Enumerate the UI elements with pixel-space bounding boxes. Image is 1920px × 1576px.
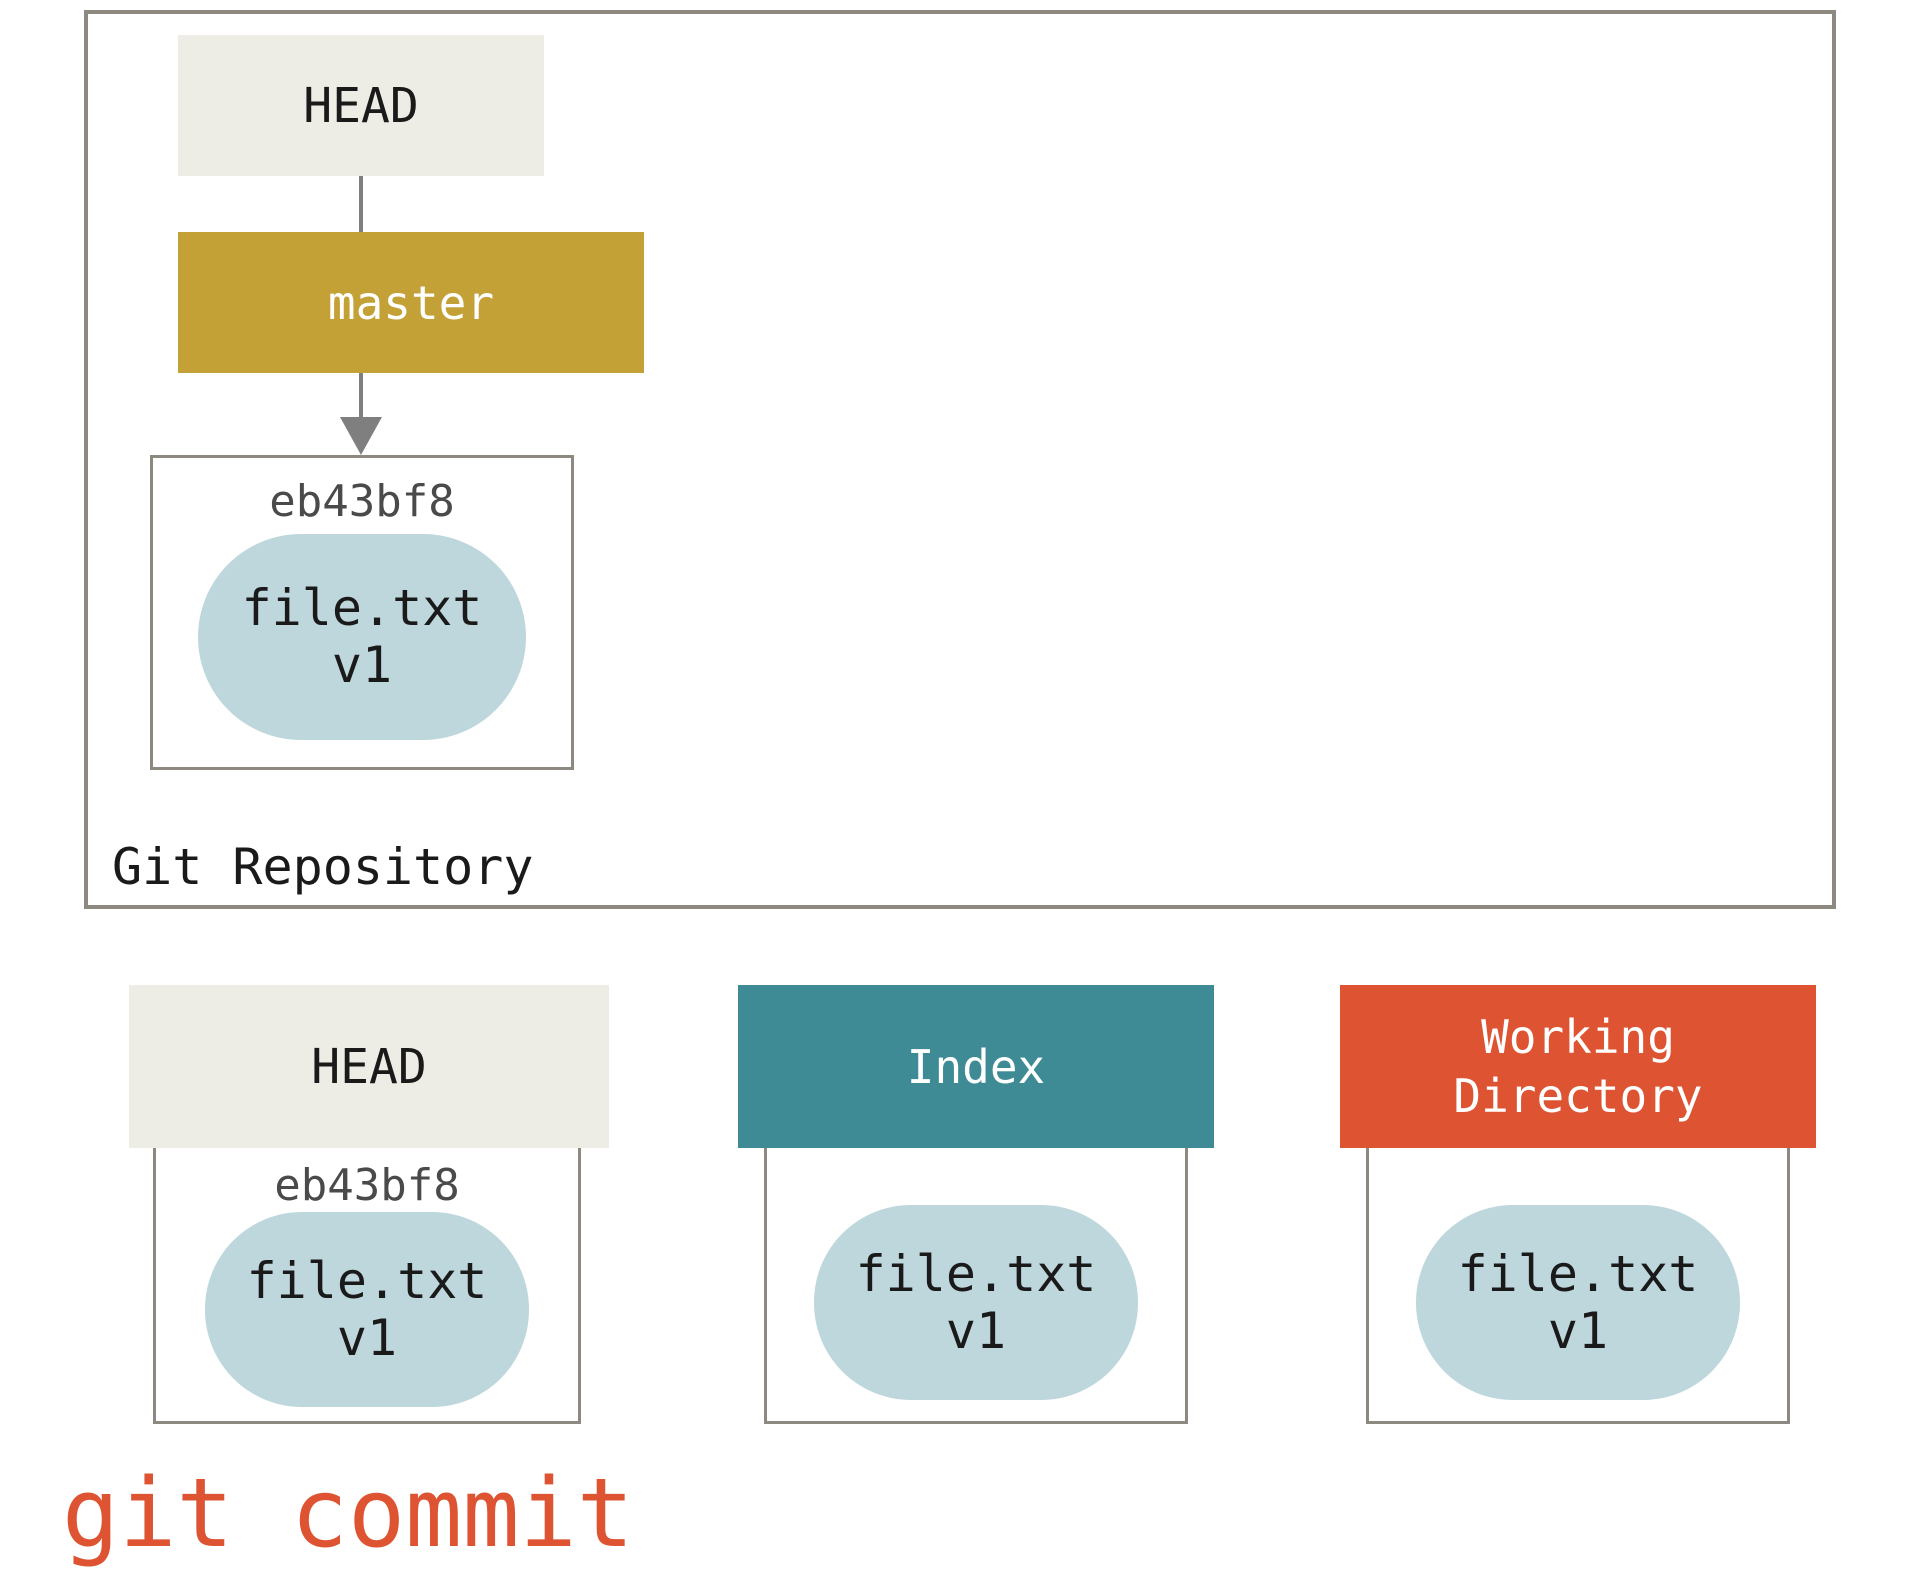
master-branch-box: master bbox=[178, 232, 644, 373]
commit-hash: eb43bf8 bbox=[269, 476, 455, 527]
arrow-master-to-commit-stem bbox=[359, 373, 363, 419]
head-column-file-version: v1 bbox=[336, 1308, 398, 1367]
head-column-header: HEAD bbox=[129, 985, 609, 1148]
working-directory-column-header: Working Directory bbox=[1340, 985, 1816, 1148]
file-blob-version: v1 bbox=[331, 636, 393, 694]
index-column-header: Index bbox=[738, 985, 1214, 1148]
working-directory-column-title: Working Directory bbox=[1453, 1009, 1703, 1123]
head-column-box: eb43bf8 file.txt v1 bbox=[153, 1148, 581, 1424]
index-column-file-version: v1 bbox=[945, 1301, 1007, 1360]
working-directory-file-blob: file.txt v1 bbox=[1416, 1205, 1740, 1400]
head-column-commit-hash: eb43bf8 bbox=[274, 1160, 460, 1211]
working-directory-file-name: file.txt bbox=[1457, 1244, 1699, 1303]
arrow-down-icon bbox=[340, 417, 382, 455]
working-directory-file-version: v1 bbox=[1547, 1301, 1609, 1360]
file-blob: file.txt v1 bbox=[198, 534, 526, 740]
connector-head-to-master bbox=[359, 176, 363, 232]
head-ref-box: HEAD bbox=[178, 35, 544, 176]
file-blob-name: file.txt bbox=[241, 579, 483, 637]
index-column-title: Index bbox=[906, 1039, 1046, 1094]
head-column-file-blob: file.txt v1 bbox=[205, 1212, 529, 1407]
index-column-file-blob: file.txt v1 bbox=[814, 1205, 1138, 1400]
working-directory-column-box: file.txt v1 bbox=[1366, 1148, 1790, 1424]
git-repository-label: Git Repository bbox=[112, 838, 534, 896]
head-ref-label: HEAD bbox=[303, 77, 419, 134]
commit-box: eb43bf8 file.txt v1 bbox=[150, 455, 574, 770]
master-branch-label: master bbox=[327, 275, 495, 330]
git-command-caption: git commit bbox=[62, 1459, 634, 1569]
head-column-title: HEAD bbox=[311, 1038, 427, 1095]
index-column-box: file.txt v1 bbox=[764, 1148, 1188, 1424]
head-column-file-name: file.txt bbox=[246, 1251, 488, 1310]
index-column-file-name: file.txt bbox=[855, 1244, 1097, 1303]
